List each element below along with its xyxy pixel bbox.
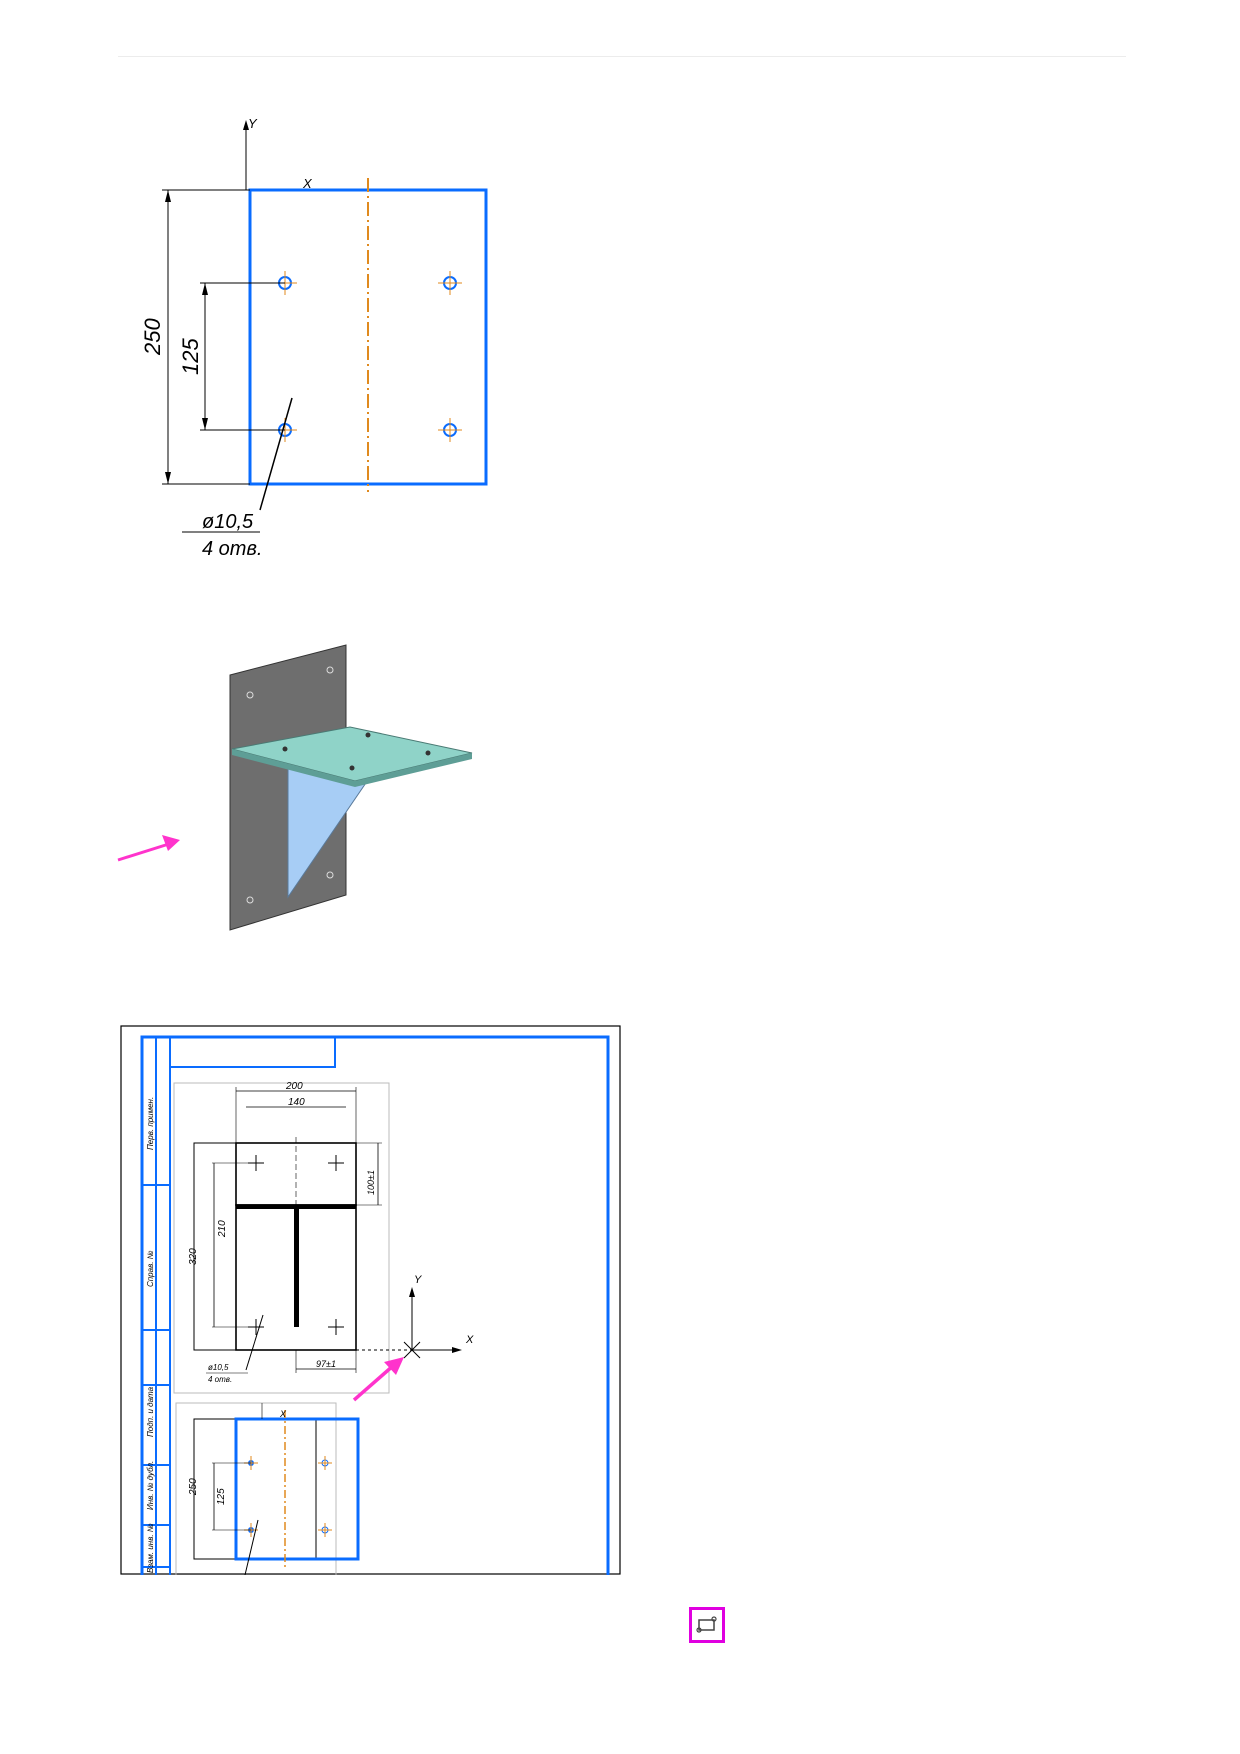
sheet-border (120, 1025, 621, 1575)
view-direction-arrow (117, 841, 173, 862)
stamp-label-2: Справ. № (146, 1250, 155, 1287)
x-axis-label: X (302, 176, 313, 191)
stamp-label-3: Подп. и дата (146, 1386, 155, 1437)
y-axis-arrow-icon (243, 120, 249, 130)
dim-top-outer: 200 (285, 1081, 303, 1092)
origin-pointer-arrowhead-icon (384, 1357, 404, 1375)
y-axis-label: Y (248, 116, 258, 131)
plate-outer-view (193, 1142, 357, 1351)
top-title-block (169, 1037, 336, 1068)
dim-top-inner: 140 (288, 1097, 305, 1108)
figure-drawing-sheet: Перв. примен. Справ. № Подп. и дата Инв.… (120, 1025, 621, 1575)
lower-plate-blue (234, 1417, 360, 1561)
hole-bottom-right (438, 418, 462, 442)
hole-note-2: 4 отв. (208, 1375, 232, 1384)
hole-leader (259, 397, 293, 511)
upper-view-frame (173, 1082, 390, 1394)
dim-left-inner: 210 (217, 1220, 228, 1238)
stamp-label-4: Инв. № дубл. (146, 1461, 155, 1510)
shelf-edge (232, 749, 472, 787)
dim-bottom: 97±1 (316, 1359, 336, 1369)
origin-y-label: Y (414, 1274, 422, 1286)
hole-diameter-label: ø10,5 (202, 511, 254, 533)
origin-x-label: X (465, 1334, 474, 1346)
dim-right: 100±1 (366, 1170, 376, 1195)
lower-dim-inner: 125 (216, 1488, 227, 1505)
hole-note-1: ø10,5 (208, 1363, 229, 1372)
figure-bracket-3d (117, 644, 473, 931)
hole-count-label: 4 отв. (202, 538, 262, 560)
dim-250-label: 250 (140, 318, 165, 356)
view-origin-button[interactable] (689, 1607, 725, 1643)
stamp-label-5: Взам. инв. № (146, 1523, 155, 1573)
hole-top-right (438, 271, 462, 295)
sheet-frame (140, 1035, 610, 1575)
dim-left-outer: 320 (188, 1248, 199, 1265)
lower-axis-x: X (279, 1409, 287, 1419)
stamp-label-1: Перв. примен. (146, 1097, 155, 1150)
page-top-divider (118, 56, 1126, 57)
view-origin-icon (696, 1616, 717, 1633)
lower-dim-outer: 250 (188, 1478, 199, 1496)
lower-view-frame (175, 1402, 337, 1575)
arrow-head-icon (162, 835, 180, 851)
figure-plate-drawing: Y X 250 125 ø10,5 4 отв. (140, 116, 488, 560)
origin-pointer-arrow (352, 1363, 396, 1402)
dim-125-label: 125 (178, 338, 203, 375)
